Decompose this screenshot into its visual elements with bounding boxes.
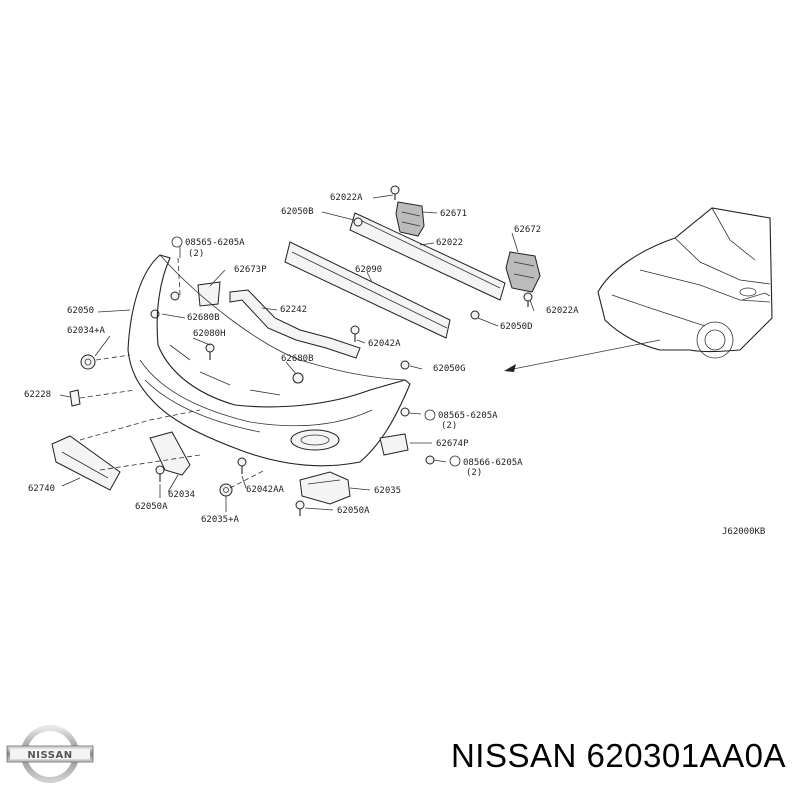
label-08565-a-qty: (2) [188,249,204,259]
grommet-62034A [80,354,96,370]
label-62022: 62022 [436,238,463,248]
reinforcement-bar [284,212,506,339]
label-ref-code: J62000KB [722,527,765,537]
nissan-logo: NISSAN [6,725,94,783]
label-62672: 62672 [514,225,541,235]
bumper-fascia [127,254,411,467]
bolt-set-marks [171,236,461,467]
label-08566-qty: (2) [466,468,482,478]
label-62090: 62090 [355,265,382,275]
label-62674P: 62674P [436,439,469,449]
license-plate-bracket-62740 [51,435,121,491]
label-62050A-right: 62050A [337,506,370,516]
label-62035: 62035 [374,486,401,496]
leader-lines [59,194,535,512]
label-62050: 62050 [67,306,94,316]
part-number-title: NISSAN 620301AA0A [450,737,786,774]
grommet-62035A [219,483,233,497]
label-62680B-b: 62680B [281,354,314,364]
bracket-62671 [395,201,425,237]
label-08565-b-qty: (2) [441,421,457,431]
label-62050A-left: 62050A [135,502,168,512]
label-62740: 62740 [28,484,55,494]
part-labels: 62022A 62050B 62671 62672 62022 08565-62… [24,193,765,537]
clip-62228 [69,389,81,407]
bracket-62672 [505,251,541,293]
label-62050D: 62050D [500,322,533,332]
fasteners [150,185,533,516]
leader-dashes [79,257,266,489]
label-62671: 62671 [440,209,467,219]
label-62080H: 62080H [193,329,226,339]
label-62034A: 62034+A [67,326,106,336]
label-62022A-right: 62022A [546,306,579,316]
label-08565-b: 08565-6205A [438,411,498,421]
label-62680B: 62680B [187,313,220,323]
bracket-62674P [379,433,409,456]
fog-cover-62035 [299,471,351,505]
label-62673P: 62673P [234,265,267,275]
bracket-62034 [149,431,191,476]
label-62242: 62242 [280,305,307,315]
label-62050G: 62050G [433,364,466,374]
label-62050B: 62050B [281,207,314,217]
label-08565-a: 08565-6205A [185,238,245,248]
label-62042A: 62042A [368,339,401,349]
bracket-62242 [229,289,361,359]
label-62042AA: 62042AA [246,485,285,495]
location-arrow [504,339,661,372]
label-08566: 08566-6205A [463,458,523,468]
label-62034: 62034 [168,490,195,500]
logo-text: NISSAN [27,750,72,761]
label-62022A-top: 62022A [330,193,363,203]
label-62228: 62228 [24,390,51,400]
label-62035A: 62035+A [201,515,240,525]
car-silhouette [597,207,773,359]
